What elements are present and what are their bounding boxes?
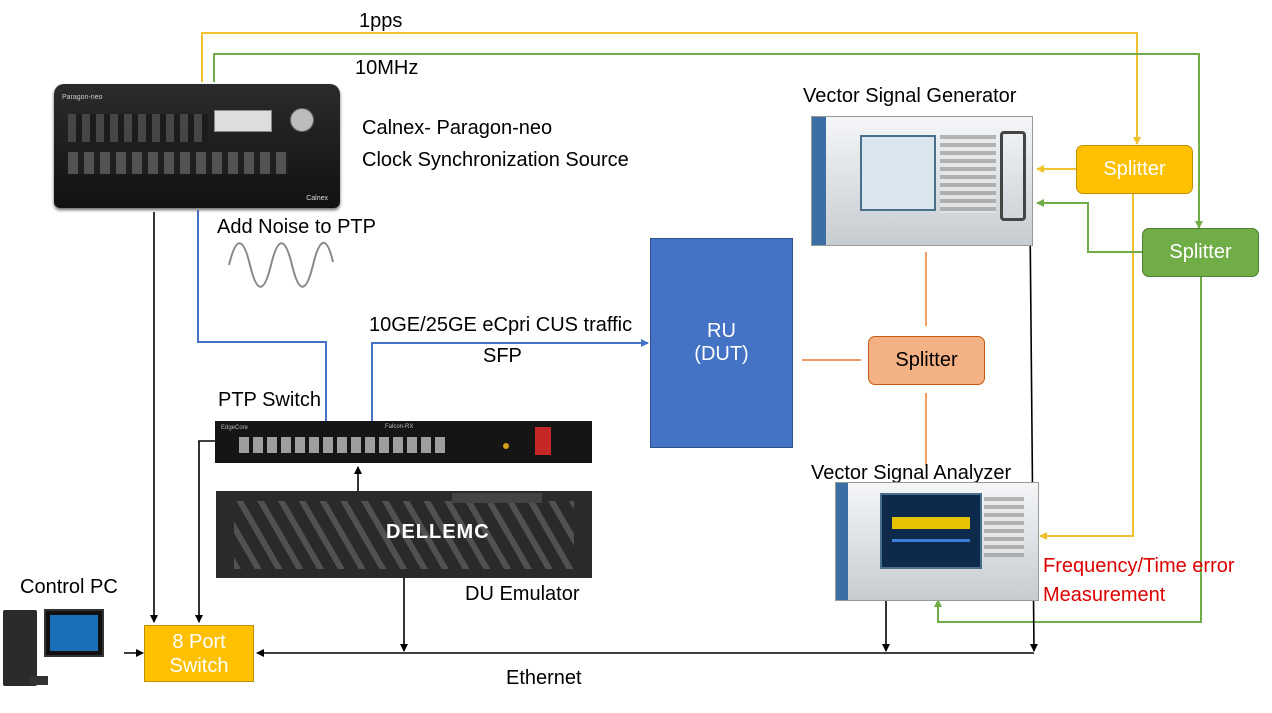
pc-tower-icon [3, 610, 37, 686]
ru-dut-box: RU (DUT) [650, 238, 793, 448]
ptp-to-ru-line [371, 339, 649, 437]
ptp-to-switch-line [195, 440, 215, 623]
calnex-to-ptp-line [197, 210, 330, 438]
calnex-name: Calnex- Paragon-neo [362, 117, 553, 139]
splitter-green: Splitter [1142, 228, 1259, 277]
vsa-keypad [984, 497, 1024, 557]
ptp-switch-led-icon [503, 443, 509, 449]
calnex-subtitle: Clock Synchronization Source [362, 149, 629, 171]
vsa-device [835, 482, 1039, 601]
ptp-switch-label: PTP Switch [218, 389, 321, 411]
mhz-label: 10MHz [355, 57, 419, 79]
calnex-display [214, 110, 272, 132]
green-splitter-to-vsa [934, 277, 1202, 623]
noise-wave-icon [228, 241, 334, 288]
ptp-switch-device: EdgeCore Falcon-RX [215, 421, 592, 463]
splitter-orange: Splitter [868, 336, 985, 385]
pc-keyboard-icon [30, 676, 48, 685]
calnex-panel [68, 114, 208, 142]
sfp-label: SFP [483, 345, 522, 367]
port-switch-line2: Switch [169, 654, 229, 677]
dut-label: (DUT) [694, 343, 749, 365]
vsa-label: Vector Signal Analyzer [811, 462, 1012, 484]
traffic-label: 10GE/25GE eCpri CUS traffic [369, 314, 633, 336]
vsg-keypad [940, 135, 996, 213]
vsg-screen [860, 135, 936, 211]
pps-label: 1pps [359, 10, 403, 32]
ru-label: RU [707, 320, 736, 342]
control-pc-label: Control PC [20, 576, 118, 598]
du-label: DU Emulator [465, 583, 580, 605]
calnex-dial-icon [290, 108, 314, 132]
ptp-switch-red-port [535, 427, 551, 455]
vsg-label: Vector Signal Generator [803, 85, 1017, 107]
calnex-ports [68, 152, 288, 174]
splitter-yellow: Splitter [1076, 145, 1193, 194]
noise-label: Add Noise to PTP [217, 216, 376, 238]
yellow-splitter-to-vsa [1039, 193, 1134, 540]
green-splitter-to-vsg [1036, 199, 1142, 253]
du-device: DELLEMC [216, 491, 592, 578]
ethernet-label: Ethernet [506, 667, 582, 689]
ptp-switch-ports [239, 437, 449, 453]
calnex-brand: Paragon-neo [62, 94, 103, 101]
vsa-screen [880, 493, 982, 569]
vsg-device [811, 116, 1033, 246]
measurement-line1: Frequency/Time error [1043, 555, 1235, 577]
du-bezel [234, 501, 574, 569]
port-switch-box: 8 Port Switch [144, 625, 254, 682]
vsa-spectrum [892, 517, 970, 529]
vsg-side-stripe [812, 117, 826, 245]
vsa-side-stripe [836, 483, 848, 600]
pps-line [201, 32, 1141, 145]
pc-screen [50, 615, 98, 651]
vsg-handle-icon [1000, 131, 1026, 221]
du-tag [452, 493, 542, 503]
du-brand: DELLEMC [386, 521, 490, 543]
measurement-line2: Measurement [1043, 584, 1166, 606]
vsa-trace [892, 539, 970, 542]
pc-monitor-icon [44, 609, 104, 657]
calnex-vendor: Calnex [306, 195, 328, 202]
ptp-switch-badge: EdgeCore [221, 425, 249, 431]
ptp-switch-model: Falcon-RX [385, 424, 414, 430]
port-switch-line1: 8 Port [172, 630, 226, 653]
calnex-device: Paragon-neo Calnex [54, 84, 340, 208]
mhz-line [213, 53, 1203, 229]
